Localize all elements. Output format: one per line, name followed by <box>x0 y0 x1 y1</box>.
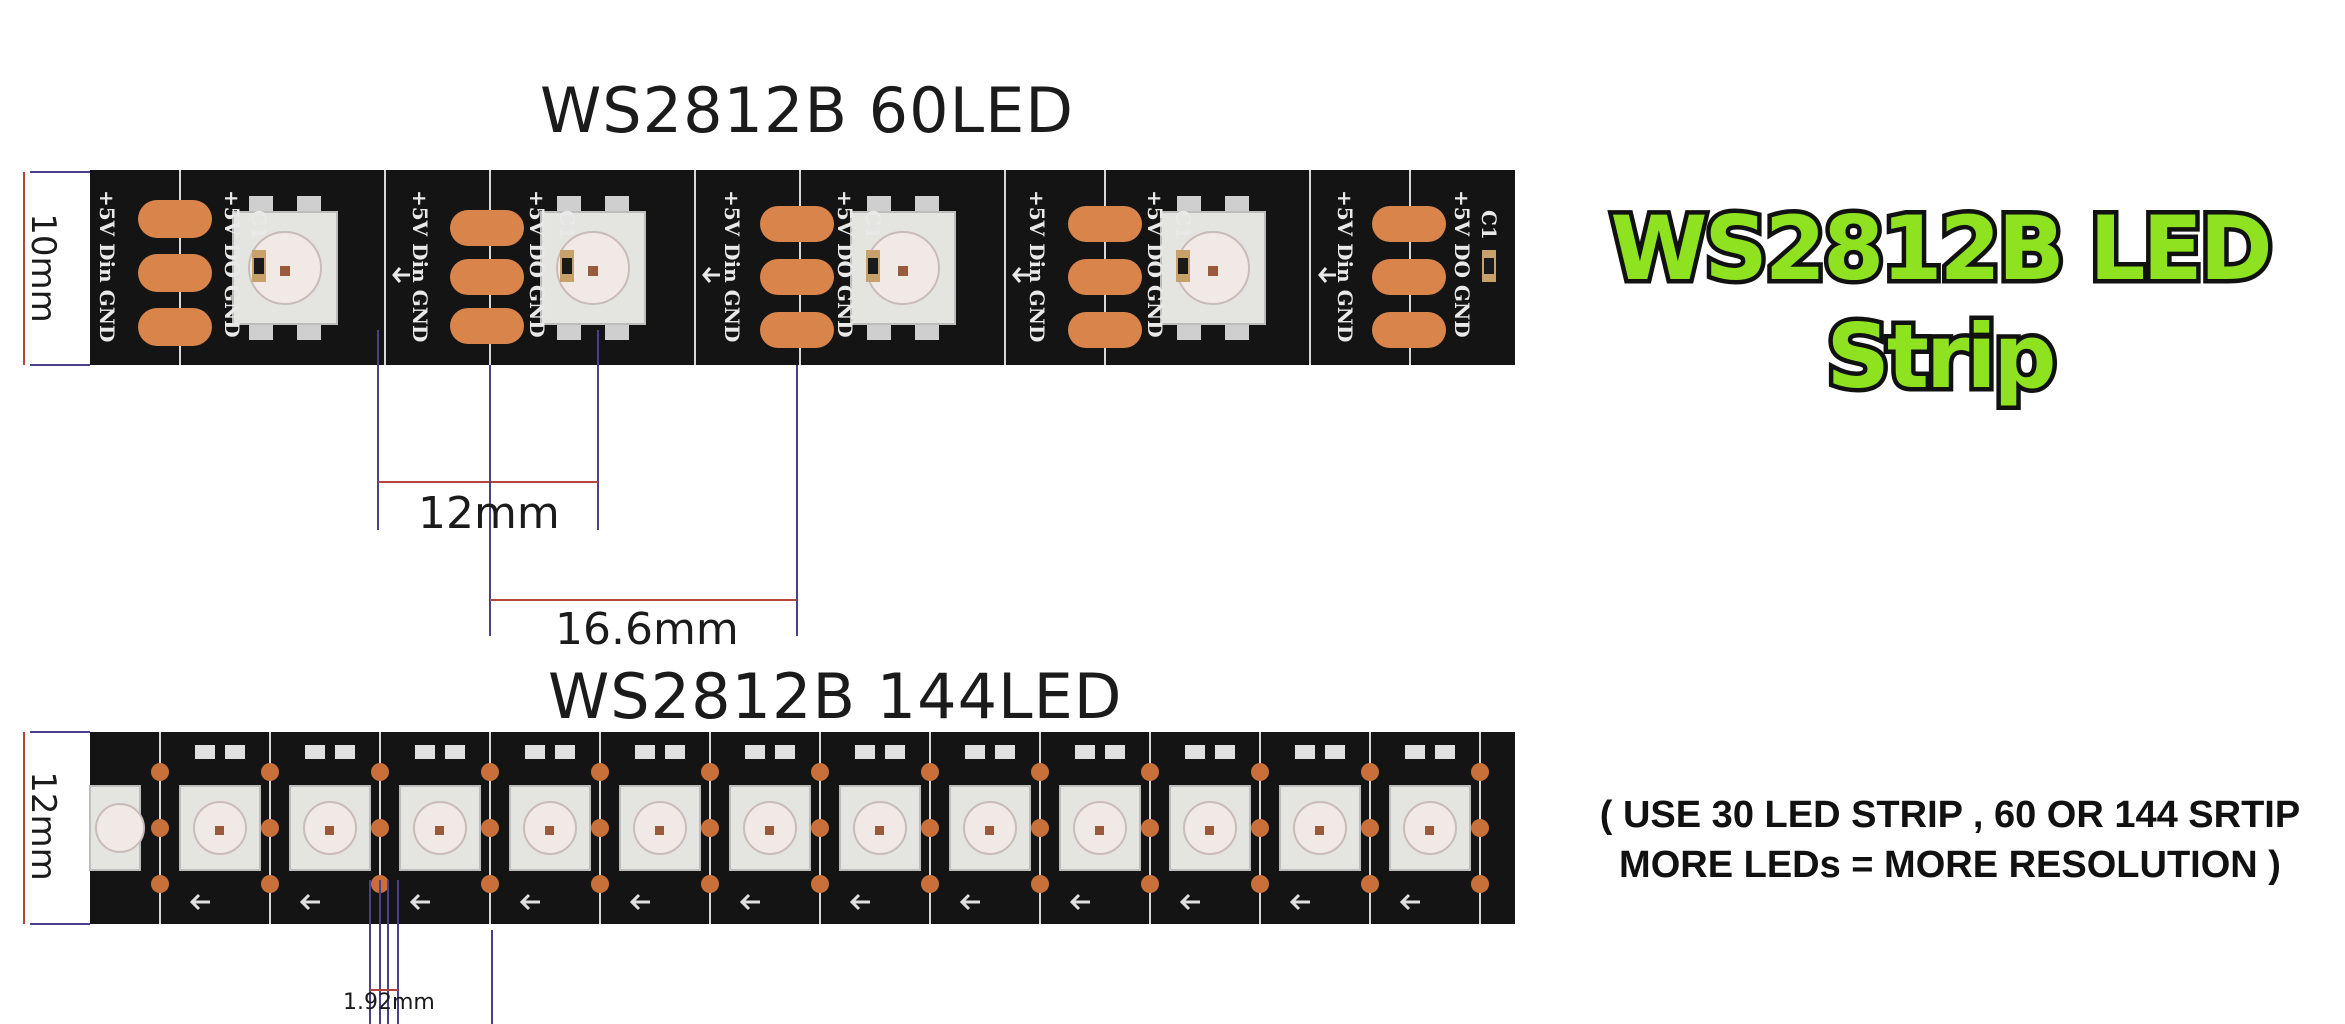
silk-5v-din-gnd-2: +5V Din GND <box>408 190 432 342</box>
data-direction-arrows <box>392 267 1336 283</box>
note-line-2: MORE LEDs = MORE RESOLUTION ) <box>1619 844 2281 886</box>
silk-c1-1: C1 <box>247 210 271 240</box>
silk-5v-din-gnd-1: +5V Din GND <box>95 190 119 342</box>
silk-5v-do-gnd-4: +5V DO GND <box>1143 190 1167 338</box>
silk-c1-5: C1 <box>1477 210 1501 240</box>
silk-c1-3: C1 <box>861 210 885 240</box>
strip-60-silkscreen: +5V Din GND +5V DO GND C1 +5V Din GND +5… <box>95 190 1501 342</box>
silk-5v-do-gnd-5: +5V DO GND <box>1450 190 1474 338</box>
silk-5v-din-gnd-4: +5V Din GND <box>1025 190 1049 342</box>
silk-5v-do-gnd-3: +5V DO GND <box>833 190 857 338</box>
silk-c1-4: C1 <box>1171 210 1195 240</box>
strip-144-leds <box>89 745 1471 911</box>
strip-60-capacitors <box>252 250 1496 282</box>
strip-60-dimensions <box>23 171 798 636</box>
headline-line-2: Strip <box>1822 305 2061 408</box>
strip-60-spacing-label: 16.6mm <box>555 604 739 655</box>
silk-5v-do-gnd-1: +5V DO GND <box>220 190 244 338</box>
silk-5v-din-gnd-3: +5V Din GND <box>720 190 744 342</box>
strip-60-width-label: 10mm <box>22 213 63 323</box>
strip-144-width-label: 12mm <box>22 771 63 881</box>
silk-5v-do-gnd-2: +5V DO GND <box>525 190 549 338</box>
strip-144-dimensions <box>23 731 493 1024</box>
strip-144-pitch-label: 1.92mm <box>343 990 435 1015</box>
strip-60-leds <box>232 196 1266 340</box>
note-line-1: ( USE 30 LED STRIP , 60 OR 144 SRTIP <box>1599 794 2301 836</box>
strip-60-solder-pads <box>138 200 1446 348</box>
strip-60-pitch-label: 12mm <box>418 488 560 539</box>
strip-144-title: WS2812B 144LED <box>548 660 1123 733</box>
silk-c1-2: C1 <box>555 210 579 240</box>
strip-60-title: WS2812B 60LED <box>540 74 1075 147</box>
headline-line-1: WS2812B LED <box>1606 197 2277 300</box>
silk-5v-din-gnd-5: +5V Din GND <box>1333 190 1357 342</box>
strip-144-solder-pads <box>151 763 1489 893</box>
